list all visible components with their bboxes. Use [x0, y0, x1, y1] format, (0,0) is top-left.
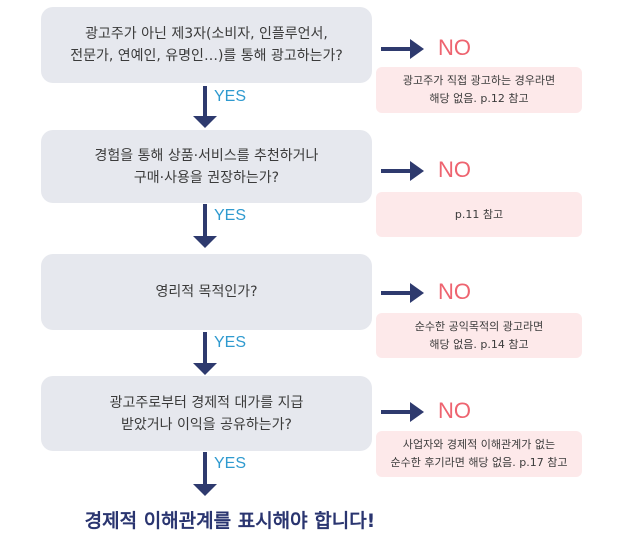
right-arrow-shaft-3 — [381, 291, 411, 295]
right-arrow-shaft-1 — [381, 47, 411, 51]
right-arrow-head-2 — [410, 161, 424, 181]
yes-label-4: YES — [214, 455, 247, 472]
no-note-box-4: 사업자와 경제적 이해관계가 없는 순수한 후기라면 해당 없음. p.17 참… — [376, 431, 582, 477]
right-arrow-head-4 — [410, 402, 424, 422]
right-arrow-head-1 — [410, 39, 424, 59]
no-note-text-3: 순수한 공익목적의 광고라면 해당 없음. p.14 참고 — [414, 319, 544, 351]
conclusion-text: 경제적 이해관계를 표시해야 합니다! — [84, 510, 376, 532]
yes-label-3: YES — [214, 334, 247, 351]
down-arrow-shaft-2 — [203, 204, 207, 237]
down-arrow-shaft-4 — [203, 452, 207, 485]
no-note-text-2: p.11 참고 — [454, 207, 504, 221]
down-arrow-head-1 — [193, 116, 217, 128]
no-label-3: NO — [438, 279, 471, 304]
down-arrow-shaft-3 — [203, 332, 207, 364]
down-arrow-shaft-1 — [203, 86, 207, 117]
no-label-4: NO — [438, 398, 471, 423]
question-box-1: 광고주가 아닌 제3자(소비자, 인플루언서, 전문가, 연예인, 유명인…)를… — [41, 7, 372, 83]
down-arrow-head-2 — [193, 236, 217, 248]
question-text-3: 영리적 목적인가? — [155, 284, 258, 300]
down-arrow-head-3 — [193, 363, 217, 375]
no-label-2: NO — [438, 157, 471, 182]
yes-label-2: YES — [214, 207, 247, 224]
question-box-4: 광고주로부터 경제적 대가를 지급 받았거나 이익을 공유하는가? — [41, 376, 372, 451]
no-note-box-1: 광고주가 직접 광고하는 경우라면 해당 없음. p.12 참고 — [376, 67, 582, 113]
right-arrow-shaft-4 — [381, 410, 411, 414]
down-arrow-head-4 — [193, 484, 217, 496]
question-text-2: 경험을 통해 상품·서비스를 추천하거나 구매·사용을 권장하는가? — [94, 147, 319, 186]
no-note-box-3: 순수한 공익목적의 광고라면 해당 없음. p.14 참고 — [376, 313, 582, 358]
question-box-2: 경험을 통해 상품·서비스를 추천하거나 구매·사용을 권장하는가? — [41, 130, 372, 203]
no-note-text-1: 광고주가 직접 광고하는 경우라면 해당 없음. p.12 참고 — [402, 74, 556, 105]
yes-label-1: YES — [214, 88, 247, 105]
question-text-4: 광고주로부터 경제적 대가를 지급 받았거나 이익을 공유하는가? — [109, 394, 304, 433]
question-text-1: 광고주가 아닌 제3자(소비자, 인플루언서, 전문가, 연예인, 유명인…)를… — [70, 26, 343, 64]
question-box-3: 영리적 목적인가? — [41, 254, 372, 330]
right-arrow-head-3 — [410, 283, 424, 303]
right-arrow-shaft-2 — [381, 169, 411, 173]
no-note-text-4: 사업자와 경제적 이해관계가 없는 순수한 후기라면 해당 없음. p.17 참… — [390, 438, 568, 469]
no-note-box-2: p.11 참고 — [376, 192, 582, 237]
no-label-1: NO — [438, 35, 471, 60]
